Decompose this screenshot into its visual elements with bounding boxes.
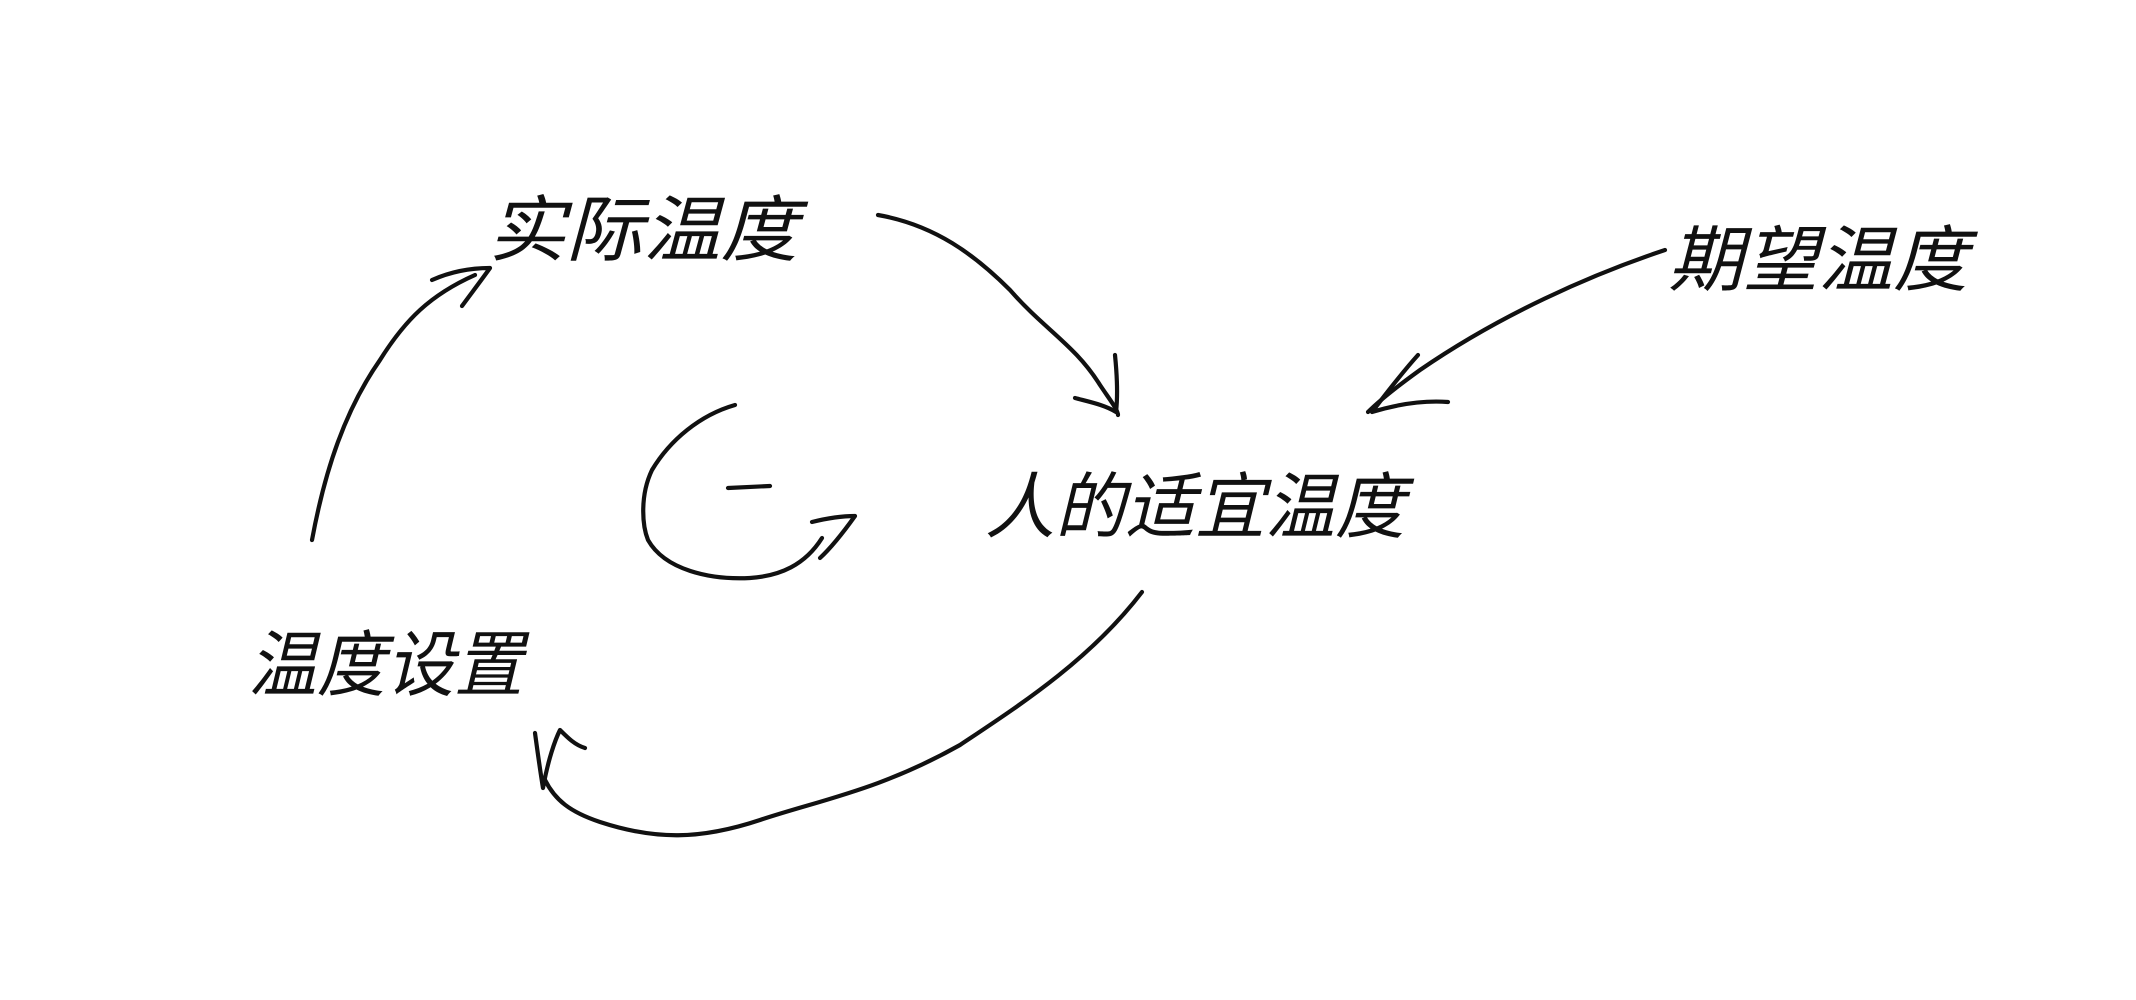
node-desired-temperature: 期望温度 — [1668, 218, 1978, 302]
node-temperature-setting: 温度设置 — [248, 623, 530, 707]
node-actual-temperature: 实际温度 — [488, 188, 809, 272]
arrow-actual-to-comfort — [875, 212, 1121, 418]
loop-negative-sign-icon — [725, 483, 773, 491]
loop-polarity-marker — [641, 402, 858, 581]
arrow-comfort-to-setting — [532, 589, 1145, 838]
arrow-desired-to-comfort — [1365, 247, 1668, 415]
node-comfort-temperature: 人的适宜温度 — [985, 465, 1415, 549]
arrow-setting-to-actual — [309, 265, 493, 543]
